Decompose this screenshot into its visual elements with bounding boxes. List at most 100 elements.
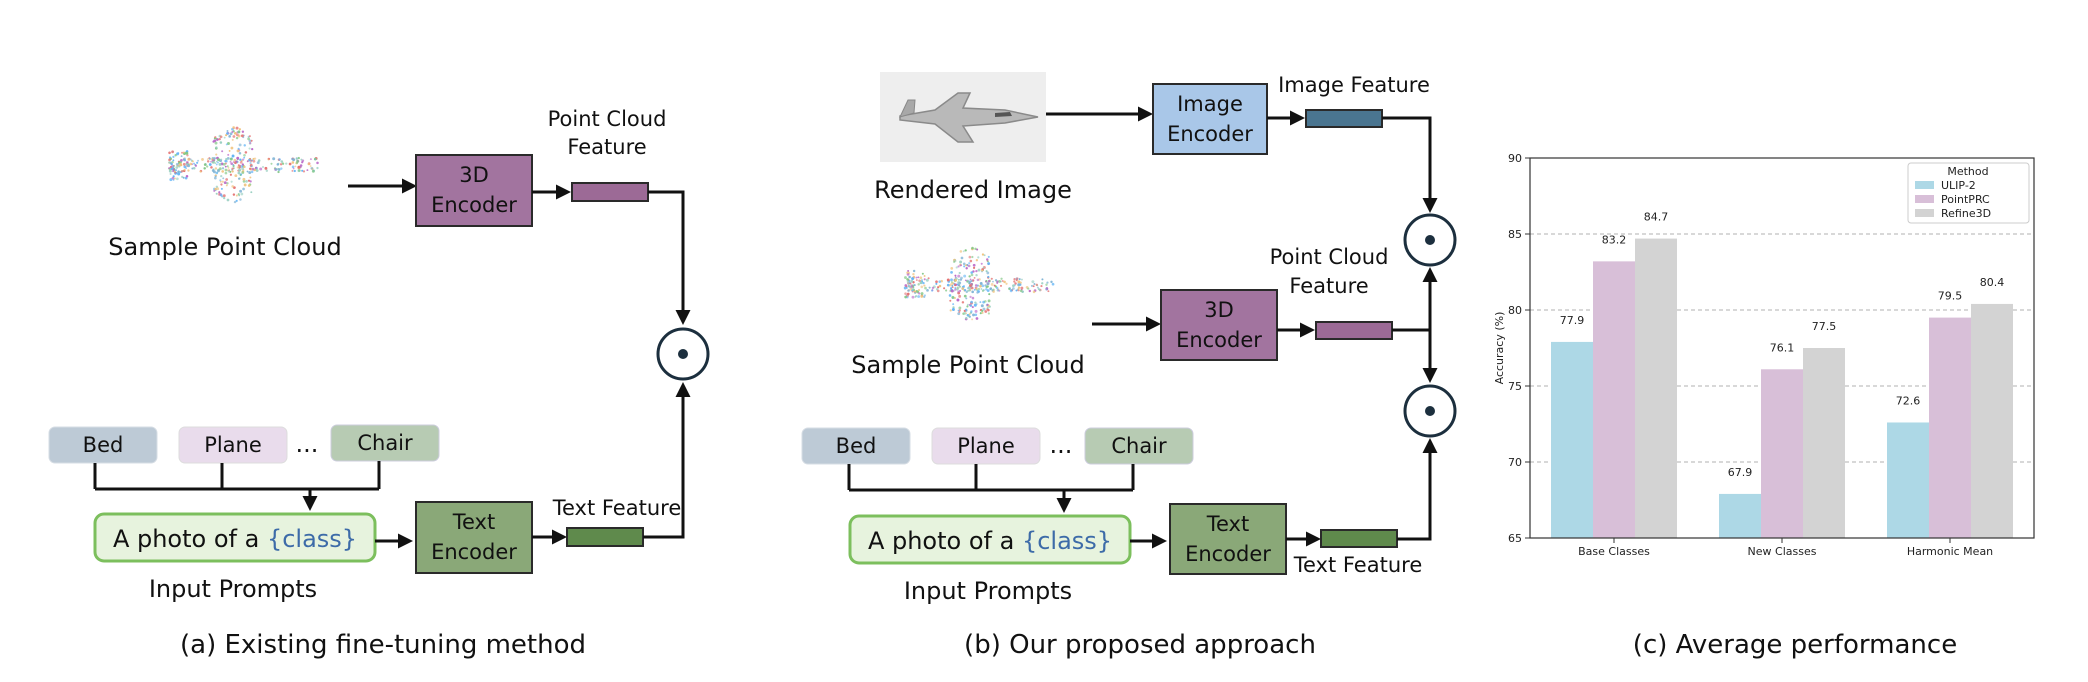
point-cloud-dot bbox=[986, 303, 989, 306]
point-cloud-dot bbox=[223, 181, 227, 185]
point-cloud-dot bbox=[968, 255, 972, 259]
point-cloud-dot bbox=[952, 282, 955, 285]
point-cloud-dot bbox=[248, 139, 252, 143]
point-cloud-dot bbox=[264, 166, 268, 170]
point-cloud-dot bbox=[297, 169, 301, 172]
point-cloud-dot bbox=[915, 276, 918, 279]
point-cloud-feature-label-line2-a: Feature bbox=[567, 135, 646, 159]
bar-ulip-2-1 bbox=[1719, 493, 1761, 538]
point-cloud-dot bbox=[953, 260, 956, 263]
prompt-box-b: A photo of a {class} bbox=[848, 514, 1132, 565]
point-cloud-dot bbox=[986, 271, 990, 275]
point-cloud-dot bbox=[912, 272, 915, 276]
point-cloud-dot bbox=[225, 184, 228, 187]
point-cloud-dot bbox=[248, 171, 252, 175]
point-cloud-dot bbox=[224, 171, 228, 175]
point-cloud-dot bbox=[957, 290, 960, 293]
point-cloud-dot bbox=[1045, 288, 1048, 291]
point-cloud-dot bbox=[971, 246, 974, 250]
point-cloud-dot bbox=[208, 157, 211, 160]
point-cloud-dot bbox=[174, 169, 178, 172]
arrow-image-feature-to-dot bbox=[1382, 116, 1438, 213]
point-cloud-dot bbox=[185, 151, 189, 155]
point-cloud-dot bbox=[182, 151, 185, 154]
point-cloud-dot bbox=[963, 289, 967, 292]
point-cloud-dot bbox=[171, 176, 175, 180]
point-cloud-dot bbox=[1003, 280, 1006, 284]
point-cloud-dot bbox=[182, 162, 186, 166]
point-cloud-dot bbox=[197, 159, 200, 162]
bar-value-label: 80.4 bbox=[1980, 276, 2005, 289]
point-cloud-dot bbox=[1045, 283, 1048, 286]
bar-pointprc-2 bbox=[1929, 317, 1971, 538]
x-tick-label: New Classes bbox=[1748, 545, 1817, 558]
class-merge-connector-b bbox=[847, 464, 1135, 513]
text-encoder-box-a: Text Encoder bbox=[415, 501, 533, 574]
point-cloud-dot bbox=[979, 282, 983, 285]
point-cloud-dot bbox=[214, 167, 218, 170]
point-cloud-dot bbox=[992, 290, 995, 293]
point-cloud-dot bbox=[1017, 280, 1021, 284]
point-cloud-dot bbox=[971, 296, 975, 300]
point-cloud-dot bbox=[226, 132, 229, 135]
point-cloud-dot bbox=[969, 284, 972, 288]
point-cloud-dot bbox=[243, 156, 246, 159]
point-cloud-dot bbox=[928, 286, 931, 289]
point-cloud-dot bbox=[1041, 282, 1044, 285]
point-cloud-dot bbox=[950, 266, 954, 270]
point-cloud-dot bbox=[972, 266, 976, 269]
point-cloud-dot bbox=[1041, 278, 1044, 281]
arrows-pc-feature-to-dots-b bbox=[1392, 267, 1438, 383]
point-cloud-dot bbox=[968, 303, 971, 306]
text-feature-bar-a bbox=[566, 527, 644, 547]
point-cloud-dot bbox=[225, 178, 228, 181]
point-cloud-dot bbox=[1027, 287, 1030, 290]
point-cloud-dot bbox=[214, 162, 217, 165]
point-cloud-dot bbox=[957, 283, 961, 286]
sample-point-cloud-image-b bbox=[903, 246, 1055, 321]
legend-entry: PointPRC bbox=[1941, 193, 1990, 206]
point-cloud-dot bbox=[960, 256, 964, 260]
point-cloud-dot bbox=[965, 264, 968, 267]
point-cloud-dot bbox=[965, 297, 968, 300]
point-cloud-dot bbox=[945, 289, 948, 292]
y-tick-label: 80 bbox=[1508, 304, 1522, 317]
point-cloud-dot bbox=[985, 280, 987, 283]
point-cloud-dot bbox=[297, 156, 300, 160]
point-cloud-dot bbox=[206, 158, 209, 161]
point-cloud-dot bbox=[237, 171, 241, 175]
legend-frame bbox=[1907, 162, 2030, 224]
point-cloud-dot bbox=[1035, 283, 1038, 286]
3d-encoder-box-a: 3D Encoder bbox=[415, 154, 533, 227]
point-cloud-dot bbox=[178, 162, 182, 166]
point-cloud-dot bbox=[912, 269, 916, 273]
point-cloud-dot bbox=[183, 165, 187, 169]
point-cloud-dot bbox=[206, 160, 210, 163]
point-cloud-dot bbox=[986, 282, 990, 286]
point-cloud-dot bbox=[1051, 282, 1055, 286]
bar-refine3d-1 bbox=[1803, 348, 1845, 538]
point-cloud-dot bbox=[169, 178, 173, 182]
point-cloud-dot bbox=[982, 307, 986, 311]
class-chip-chair-a: Chair bbox=[330, 424, 440, 462]
point-cloud-dot bbox=[187, 164, 191, 168]
point-cloud-dot bbox=[968, 315, 971, 318]
point-cloud-dot bbox=[1036, 286, 1039, 289]
point-cloud-dot bbox=[986, 289, 990, 293]
point-cloud-dot bbox=[1046, 281, 1049, 284]
point-cloud-dot bbox=[203, 163, 207, 166]
point-cloud-dot bbox=[968, 289, 971, 292]
point-cloud-dot bbox=[964, 308, 968, 311]
point-cloud-dot bbox=[239, 198, 242, 201]
point-cloud-dot bbox=[987, 280, 991, 283]
point-cloud-dot bbox=[946, 283, 950, 287]
legend-entry: Refine3D bbox=[1941, 207, 1991, 220]
point-cloud-dot bbox=[272, 157, 276, 161]
point-cloud-dot bbox=[316, 161, 319, 165]
point-cloud-dot bbox=[171, 161, 174, 164]
prompt-box-a: A photo of a {class} bbox=[93, 512, 377, 563]
svg-text:Text: Text bbox=[1206, 512, 1249, 536]
point-cloud-dot bbox=[908, 275, 911, 279]
point-cloud-feature-label-line1-b: Point Cloud bbox=[1270, 245, 1389, 269]
